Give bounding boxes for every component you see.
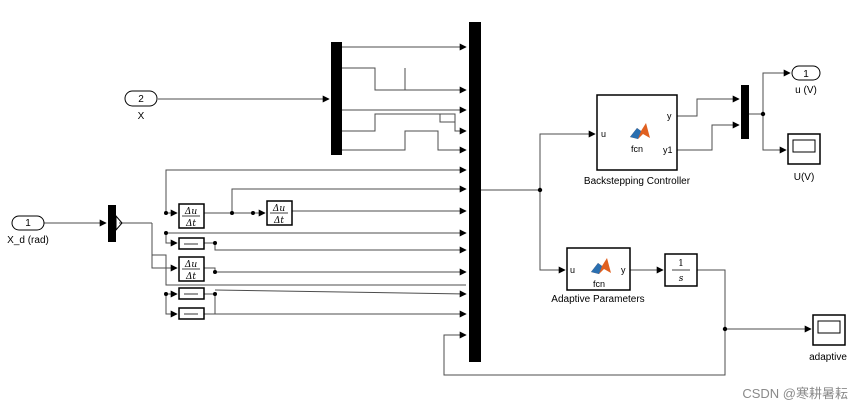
backstepping-controller-label: Backstepping Controller xyxy=(584,176,691,187)
outport-u-number: 1 xyxy=(803,69,809,80)
inport-xd-number: 1 xyxy=(25,218,31,229)
derivative-4-den: Δt xyxy=(185,272,196,282)
integrator-block[interactable]: 1 s xyxy=(664,253,698,287)
junction-dots xyxy=(164,111,766,332)
adaptive-fcn-name: fcn xyxy=(593,279,605,289)
adaptive-out-port: y xyxy=(621,265,626,275)
inport-xd[interactable]: 1 X_d (rad) xyxy=(7,215,49,246)
scope-adaptive-label: adaptive xyxy=(809,352,847,363)
derivative-block-3[interactable] xyxy=(178,237,205,250)
inport-xd-label: X_d (rad) xyxy=(7,235,49,246)
outport-u-label: u (V) xyxy=(795,85,817,96)
outport-u[interactable]: 1 u (V) xyxy=(791,65,821,96)
derivative-2-den: Δt xyxy=(273,216,284,226)
scope-adaptive[interactable]: adaptive xyxy=(809,314,847,363)
inport-x-number: 2 xyxy=(138,94,144,105)
demux-bar[interactable] xyxy=(331,42,342,155)
derivative-block-6[interactable] xyxy=(178,307,205,320)
inport-x-label: X xyxy=(138,111,145,122)
integrator-den: s xyxy=(679,274,684,284)
matlab-logo-icon xyxy=(630,123,650,139)
scope-uv-label: U(V) xyxy=(794,172,815,183)
backstepping-controller-block[interactable]: u y y1 fcn Backstepping Controller xyxy=(584,94,691,187)
derivative-block-4[interactable]: Δu Δt xyxy=(178,256,205,282)
backstepping-fcn-name: fcn xyxy=(631,144,643,154)
backstepping-in-port: u xyxy=(601,129,606,139)
adaptive-parameters-block[interactable]: u y fcn Adaptive Parameters xyxy=(551,247,645,305)
derivative-block-5[interactable] xyxy=(178,287,205,300)
derivative-1-num: Δu xyxy=(184,207,197,217)
adaptive-in-port: u xyxy=(570,265,575,275)
main-mux-bar[interactable] xyxy=(469,22,481,362)
derivative-block-2[interactable]: Δu Δt xyxy=(266,200,293,226)
output-mux-bar[interactable] xyxy=(741,85,749,139)
signal-lines xyxy=(44,43,812,376)
backstepping-out-port-y1: y1 xyxy=(663,145,673,155)
scope-uv[interactable]: U(V) xyxy=(787,133,821,183)
matlab-logo-icon xyxy=(591,258,611,274)
inport-x[interactable]: 2 X xyxy=(124,90,158,122)
derivative-1-den: Δt xyxy=(185,219,196,229)
watermark: CSDN @寒耕暑耘 xyxy=(742,386,848,401)
integrator-num: 1 xyxy=(678,259,684,269)
backstepping-out-port-y: y xyxy=(667,111,672,121)
xd-mux[interactable] xyxy=(108,205,123,242)
derivative-2-num: Δu xyxy=(272,204,285,214)
adaptive-parameters-label: Adaptive Parameters xyxy=(551,294,644,305)
derivative-4-num: Δu xyxy=(184,260,197,270)
derivative-block-1[interactable]: Δu Δt xyxy=(178,203,205,229)
